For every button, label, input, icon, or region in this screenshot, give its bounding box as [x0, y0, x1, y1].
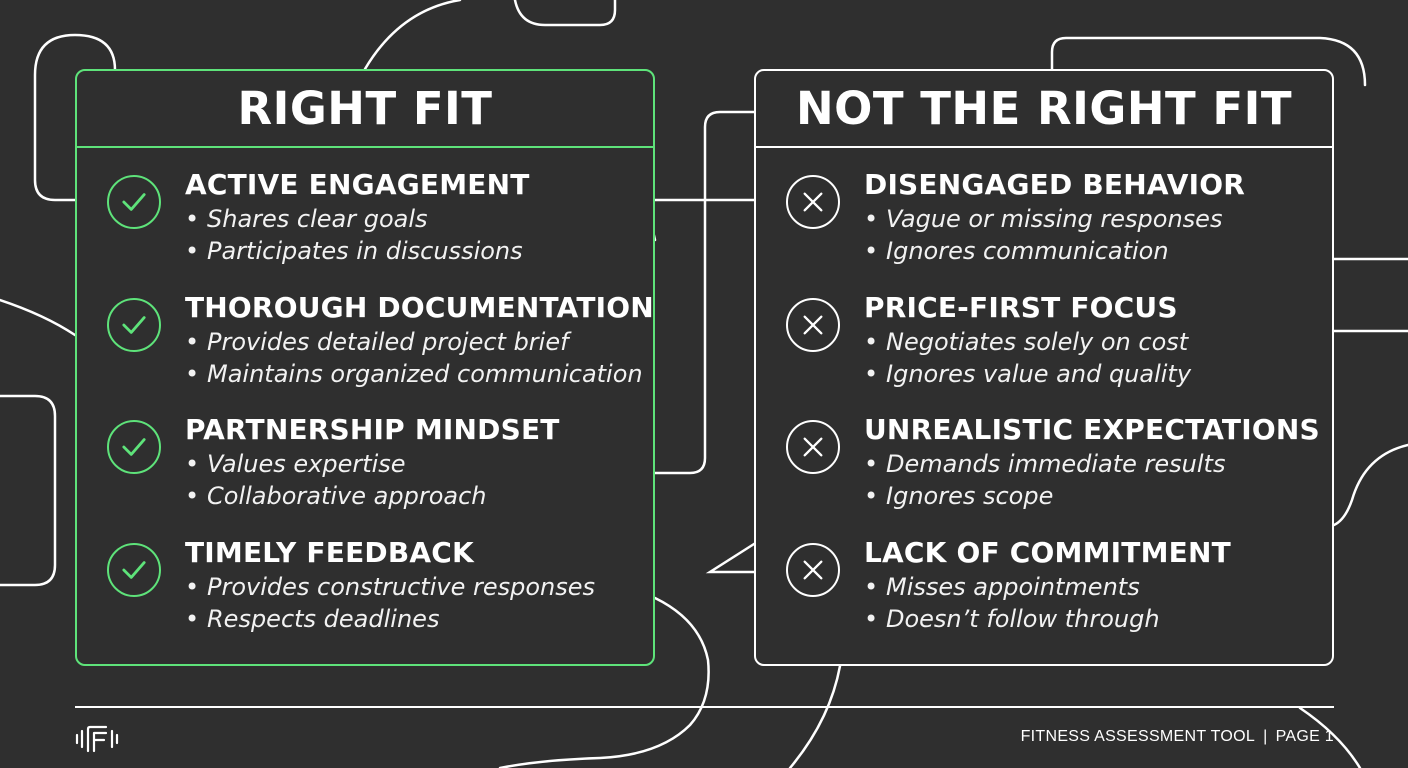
footer-tool-name: FITNESS ASSESSMENT TOOL [1020, 728, 1256, 745]
footer-separator: | [1263, 728, 1268, 745]
item-bullet: •Provides constructive responses [185, 573, 596, 601]
item-bullet: •Ignores value and quality [864, 360, 1192, 388]
item-heading: TIMELY FEEDBACK [185, 536, 474, 569]
item-bullet: •Collaborative approach [185, 482, 487, 510]
item-bullet: •Misses appointments [864, 573, 1140, 601]
right-fit-item-thorough-documentation: THOROUGH DOCUMENTATION •Provides detaile… [77, 271, 654, 388]
item-bullet: •Provides detailed project brief [185, 328, 569, 356]
item-bullet: •Maintains organized communication [185, 360, 643, 388]
right-fit-panel: RIGHT FIT ACTIVE ENGAGEMENT •Shares clea… [75, 69, 655, 666]
not-right-fit-item-disengaged-behavior: DISENGAGED BEHAVIOR •Vague or missing re… [756, 148, 1332, 265]
right-fit-item-timely-feedback: TIMELY FEEDBACK •Provides constructive r… [77, 516, 653, 633]
not-right-fit-title: NOT THE RIGHT FIT [756, 71, 1332, 148]
right-fit-item-active-engagement: ACTIVE ENGAGEMENT •Shares clear goals •P… [77, 148, 653, 265]
item-heading: UNREALISTIC EXPECTATIONS [864, 413, 1320, 446]
not-right-fit-item-lack-of-commitment: LACK OF COMMITMENT •Misses appointments … [756, 516, 1332, 633]
item-bullet: •Vague or missing responses [864, 205, 1223, 233]
not-right-fit-item-unrealistic-expectations: UNREALISTIC EXPECTATIONS •Demands immedi… [756, 393, 1332, 510]
item-heading: PARTNERSHIP MINDSET [185, 413, 560, 446]
x-circle-icon [786, 420, 840, 474]
right-fit-item-partnership-mindset: PARTNERSHIP MINDSET •Values expertise •C… [77, 393, 653, 510]
item-heading: THOROUGH DOCUMENTATION [185, 291, 654, 324]
item-bullet: •Respects deadlines [185, 605, 440, 633]
item-bullet: •Ignores scope [864, 482, 1054, 510]
not-right-fit-item-price-first-focus: PRICE-FIRST FOCUS •Negotiates solely on … [756, 271, 1332, 388]
x-circle-icon [786, 175, 840, 229]
footer-page-label: PAGE 1 [1275, 728, 1334, 745]
not-right-fit-panel: NOT THE RIGHT FIT DISENGAGED BEHAVIOR •V… [754, 69, 1334, 666]
x-circle-icon [786, 543, 840, 597]
item-heading: ACTIVE ENGAGEMENT [185, 168, 530, 201]
footer-divider [75, 706, 1334, 708]
check-circle-icon [107, 298, 161, 352]
check-circle-icon [107, 420, 161, 474]
item-bullet: •Ignores communication [864, 237, 1169, 265]
item-heading: PRICE-FIRST FOCUS [864, 291, 1178, 324]
check-circle-icon [107, 543, 161, 597]
item-bullet: •Participates in discussions [185, 237, 523, 265]
item-bullet: •Shares clear goals [185, 205, 428, 233]
x-circle-icon [786, 298, 840, 352]
item-bullet: •Negotiates solely on cost [864, 328, 1189, 356]
right-fit-title: RIGHT FIT [77, 71, 653, 148]
item-heading: LACK OF COMMITMENT [864, 536, 1231, 569]
item-bullet: •Doesn’t follow through [864, 605, 1160, 633]
item-bullet: •Values expertise [185, 450, 406, 478]
check-circle-icon [107, 175, 161, 229]
footer-caption: FITNESS ASSESSMENT TOOL | PAGE 1 [1021, 728, 1334, 746]
brand-logo-icon [74, 724, 120, 754]
item-bullet: •Demands immediate results [864, 450, 1226, 478]
item-heading: DISENGAGED BEHAVIOR [864, 168, 1246, 201]
